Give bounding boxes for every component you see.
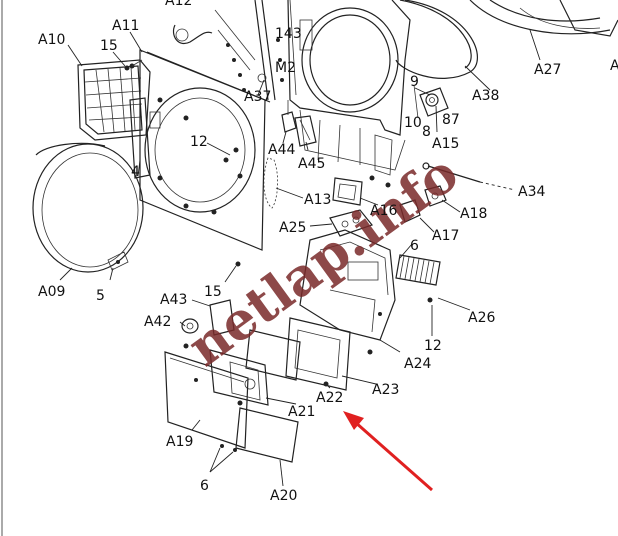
label-a27: A27 (534, 62, 561, 78)
label-6-bottom: 6 (200, 478, 209, 494)
screw-6-right (233, 448, 237, 452)
label-a45: A45 (298, 156, 325, 172)
label-a38: A38 (472, 88, 499, 104)
panel-frame-part-a22 (245, 329, 301, 381)
latch-part-a17 (399, 199, 421, 223)
screw-15-top (124, 65, 130, 71)
bracket-part-a21 (183, 343, 329, 406)
label-a18: A18 (460, 206, 487, 222)
front-panel-part-a11 (129, 49, 271, 251)
label-a42: A42 (144, 314, 171, 330)
svg-text:M2: M2 (275, 60, 296, 76)
label-4: 4 (131, 164, 140, 180)
label-a26: A26 (468, 310, 495, 326)
label-a-cut: A (610, 58, 618, 74)
knob-part-a42 (181, 318, 199, 334)
label-a43: A43 (160, 292, 187, 308)
filter-part-a26 (395, 254, 441, 286)
filter-frame-part-a16 (332, 177, 363, 206)
grille-part-a10 (77, 59, 151, 141)
drum-part-a27 (469, 0, 618, 37)
label-a17: A17 (432, 228, 459, 244)
svg-text:143: 143 (275, 26, 302, 42)
label-a25: A25 (279, 220, 306, 236)
label-a16: A16 (370, 203, 397, 219)
label-a19: A19 (166, 434, 193, 450)
label-a15: A15 (432, 136, 459, 152)
cover-part-a20 (235, 400, 299, 463)
label-12-top: 12 (190, 134, 208, 150)
label-a09: A09 (38, 284, 65, 300)
rear-frame-part (287, 0, 411, 188)
bracket-part-a44 (281, 100, 297, 133)
label-a44: A44 (268, 142, 295, 158)
sensor-wire-part-a34 (422, 162, 516, 191)
door-part-a09 (32, 142, 144, 273)
cover-part-a25 (329, 209, 374, 237)
label-a24: A24 (404, 356, 431, 372)
switch-part-a18 (424, 185, 447, 207)
bracket-part-a45 (294, 115, 317, 147)
screw-15-mid (235, 261, 241, 267)
label-a37: A37 (244, 89, 271, 105)
label-a34: A34 (518, 184, 545, 200)
label-15-top: 15 (100, 38, 118, 54)
pulley-part-a15 (413, 84, 449, 119)
leader-lines (59, 29, 541, 487)
heater-assembly-part: 143 M2 (172, 0, 302, 101)
label-5: 5 (96, 288, 105, 304)
highlight-arrow (343, 411, 433, 492)
label-15-mid: 15 (204, 284, 222, 300)
part-labels: A12 A11 A10 15 A37 A38 A27 A 9 10 8 87 A… (38, 0, 618, 504)
label-a11: A11 (112, 18, 139, 34)
label-a21: A21 (288, 404, 315, 420)
bracket-part-a43 (209, 299, 235, 336)
label-a10: A10 (38, 32, 65, 48)
label-a13: A13 (304, 192, 331, 208)
label-12-right: 12 (424, 338, 442, 354)
belt-part-a38 (395, 0, 479, 79)
label-a23: A23 (372, 382, 399, 398)
label-87: 87 (442, 112, 460, 128)
label-a22: A22 (316, 390, 343, 406)
screw-6-left (220, 444, 224, 448)
gasket-part-a13 (263, 157, 278, 209)
cover-part-a19 (164, 351, 249, 449)
label-8: 8 (422, 124, 431, 140)
label-9: 9 (410, 74, 419, 90)
control-board-part-a23 (285, 317, 351, 391)
duct-housing-part-a24 (299, 229, 433, 355)
label-6-right: 6 (410, 238, 419, 254)
label-a12: A12 (165, 0, 192, 9)
label-10: 10 (404, 115, 422, 131)
label-a20: A20 (270, 488, 297, 504)
